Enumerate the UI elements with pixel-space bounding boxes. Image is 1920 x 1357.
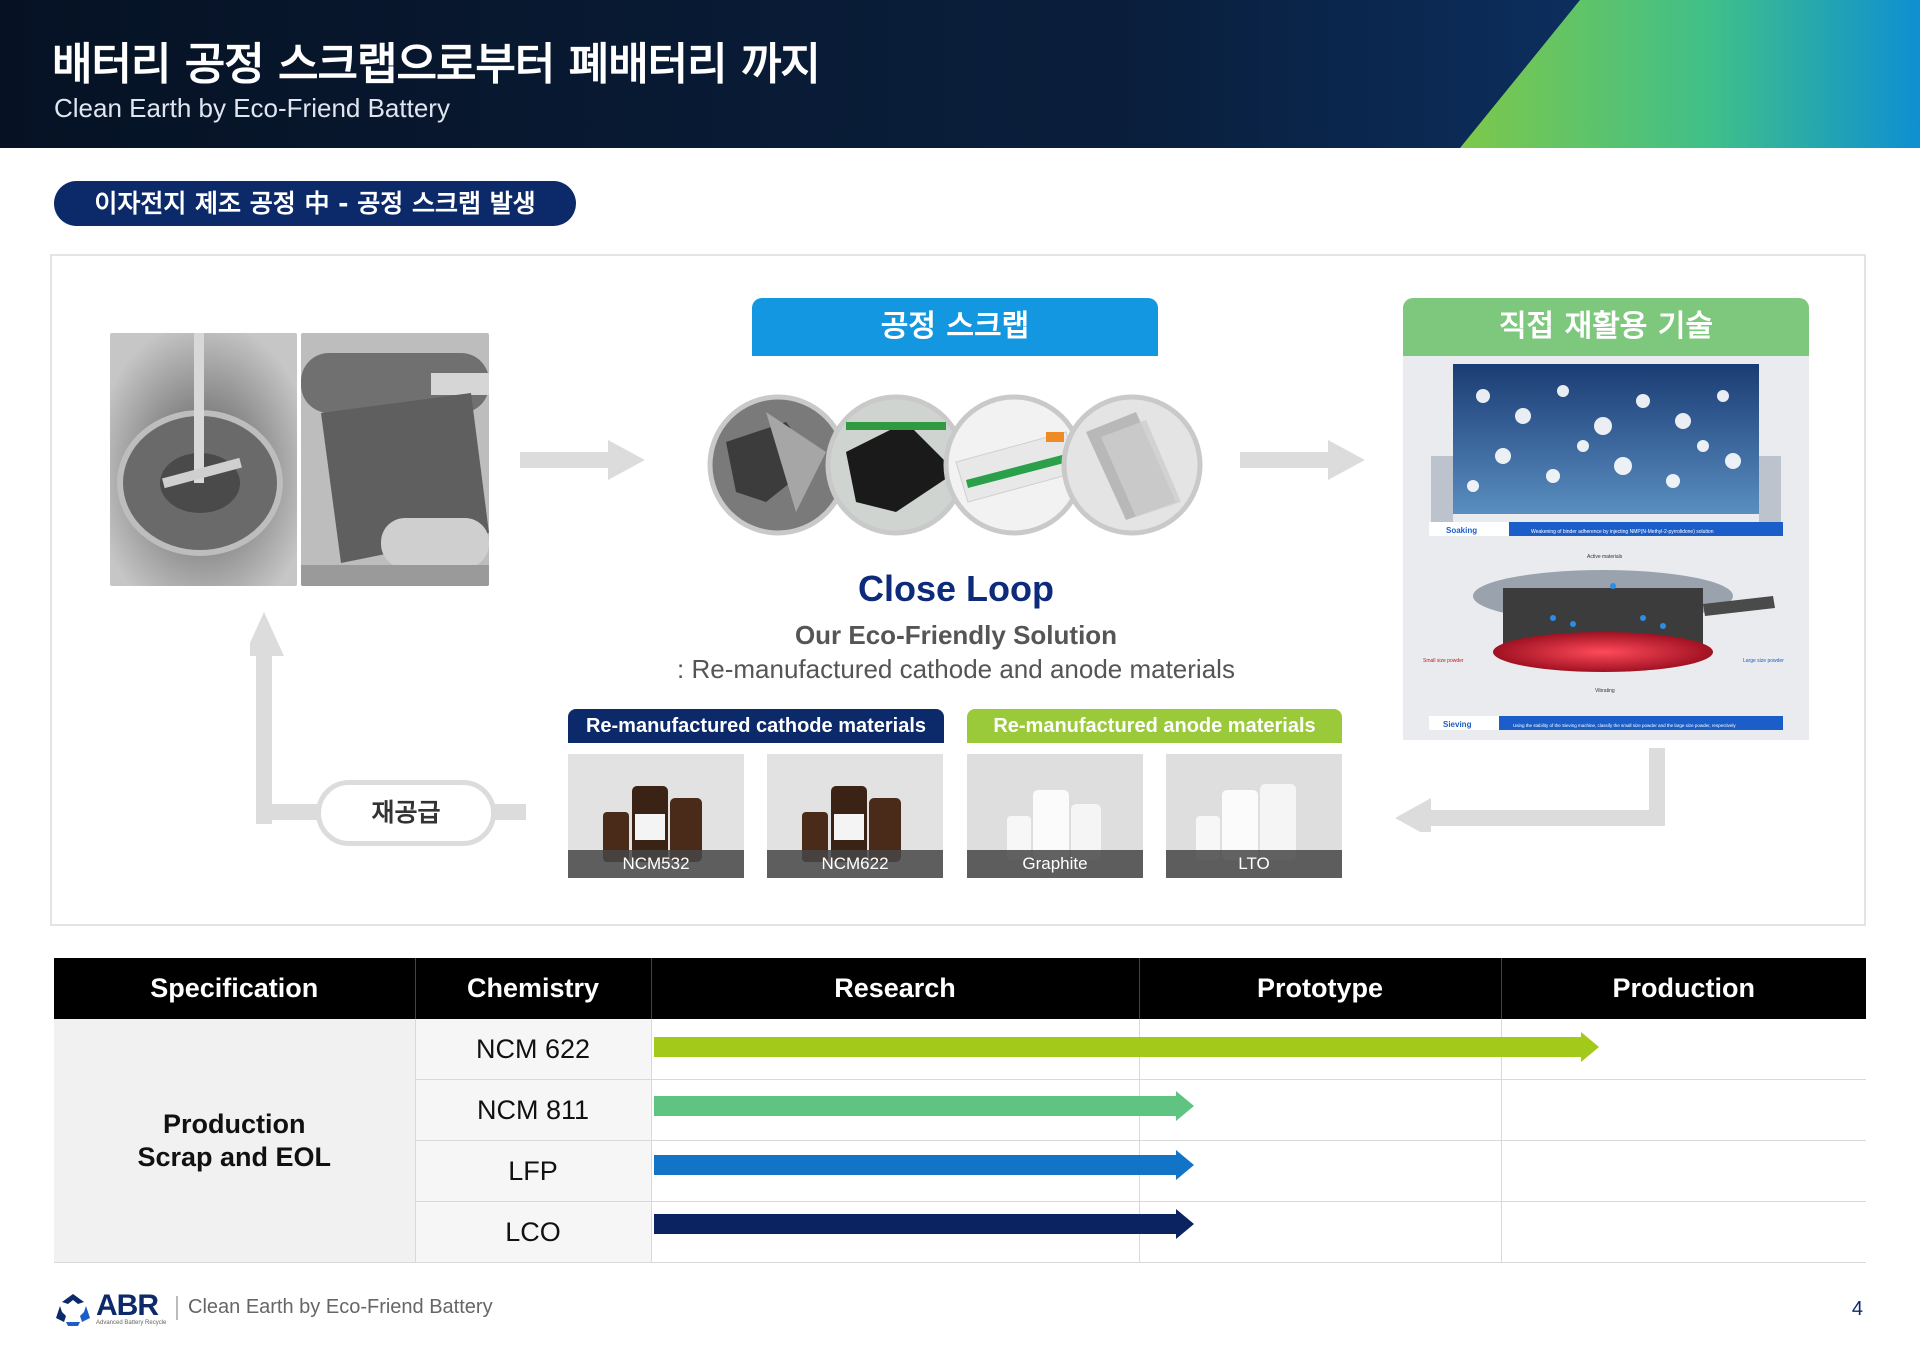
header-banner: 배터리 공정 스크랩으로부터 폐배터리 까지 Clean Earth by Ec… xyxy=(0,0,1920,148)
header-accent xyxy=(1460,0,1920,148)
direct-recycle-tag: 직접 재활용 기술 xyxy=(1403,298,1809,356)
header-chemistry: Chemistry xyxy=(414,958,651,1019)
research-cell xyxy=(651,1140,1139,1202)
prototype-cell xyxy=(1138,1019,1501,1080)
chemistry-cell: LCO xyxy=(414,1201,652,1263)
sieving-label: Sieving xyxy=(1443,720,1472,729)
material-graphite: Graphite xyxy=(967,754,1143,878)
prototype-cell xyxy=(1138,1201,1501,1263)
chemistry-cell: NCM 622 xyxy=(414,1019,652,1080)
section-pill: 이자전지 제조 공정 中 - 공정 스크랩 발생 xyxy=(54,181,576,226)
sieving-desc: Using the stability of the Sieving machi… xyxy=(1513,723,1736,728)
soaking-label: Soaking xyxy=(1446,526,1477,535)
bottle-photo xyxy=(603,786,702,862)
soaking-sieving-illustration: Soaking Weakening of binder adherence by… xyxy=(1423,364,1784,730)
chemistry-cell: LFP xyxy=(414,1140,652,1202)
abr-logo-icon xyxy=(56,1294,90,1326)
header-production: Production xyxy=(1500,958,1866,1019)
research-cell xyxy=(651,1201,1139,1263)
page-title: 배터리 공정 스크랩으로부터 폐배터리 까지 xyxy=(52,39,821,90)
bottle-photo xyxy=(1007,790,1101,860)
production-cell xyxy=(1500,1140,1866,1202)
spec-label-line1: Production xyxy=(163,1108,306,1139)
soaking-desc: Weakening of binder adherence by injecti… xyxy=(1531,529,1714,535)
coating-photo xyxy=(301,333,489,586)
header-research: Research xyxy=(650,958,1139,1019)
prototype-cell xyxy=(1138,1079,1501,1141)
anode-head: Re-manufactured anode materials xyxy=(967,709,1342,743)
production-cell xyxy=(1500,1019,1866,1080)
abr-logo-text: ABR xyxy=(96,1289,159,1322)
production-cell xyxy=(1500,1201,1866,1263)
header-prototype: Prototype xyxy=(1138,958,1501,1019)
header-specification: Specification xyxy=(54,958,415,1019)
material-label: Graphite xyxy=(967,850,1143,878)
footer-divider xyxy=(176,1296,178,1320)
material-label: NCM622 xyxy=(767,850,943,878)
research-cell xyxy=(651,1079,1139,1141)
arrow-to-scrap xyxy=(520,440,645,480)
page-subtitle: Clean Earth by Eco-Friend Battery xyxy=(54,93,450,123)
table-row: Production Scrap and EOL NCM 622 xyxy=(54,1019,1866,1263)
material-label: NCM532 xyxy=(568,850,744,878)
scrap-images xyxy=(707,394,1203,536)
cathode-head: Re-manufactured cathode materials xyxy=(568,709,944,743)
material-lto: LTO xyxy=(1166,754,1342,878)
production-cell xyxy=(1500,1079,1866,1141)
material-ncm532: NCM532 xyxy=(568,754,744,878)
material-ncm622: NCM622 xyxy=(767,754,943,878)
recycle-process-image: Soaking Weakening of binder adherence by… xyxy=(1403,356,1809,740)
prototype-cell xyxy=(1138,1140,1501,1202)
eco-solution-label: Our Eco-Friendly Solution xyxy=(794,620,1118,650)
vibrating-label: Vibrating xyxy=(1595,688,1615,694)
research-cell xyxy=(651,1019,1139,1080)
scrap-tag: 공정 스크랩 xyxy=(752,298,1158,356)
material-label: LTO xyxy=(1166,850,1342,878)
spec-table: Specification Chemistry Research Prototy… xyxy=(54,958,1866,1263)
small-powder-label: Small size powder xyxy=(1423,658,1464,664)
bottle-photo xyxy=(802,786,901,862)
mixing-photo xyxy=(110,333,297,586)
arrow-to-recycle xyxy=(1240,440,1365,480)
resupply-label: 재공급 xyxy=(316,780,496,846)
arrow-return xyxy=(1395,748,1665,832)
page-number: 4 xyxy=(1851,1298,1863,1320)
remanufactured-desc: : Re-manufactured cathode and anode mate… xyxy=(677,654,1235,684)
active-materials-label: Active materials xyxy=(1587,554,1623,560)
spec-cell: Production Scrap and EOL xyxy=(54,1019,415,1263)
spec-label-line2: Scrap and EOL xyxy=(137,1141,332,1172)
abr-logo-sub: Advanced Battery Recycle xyxy=(96,1320,167,1326)
chemistry-cell: NCM 811 xyxy=(414,1079,652,1141)
bottle-photo xyxy=(1196,784,1296,860)
large-powder-label: Large size powder xyxy=(1743,658,1784,664)
footer-text: Clean Earth by Eco-Friend Battery xyxy=(188,1296,493,1318)
table-header-row: Specification Chemistry Research Prototy… xyxy=(54,958,1866,1019)
close-loop-title: Close Loop xyxy=(858,568,1054,609)
